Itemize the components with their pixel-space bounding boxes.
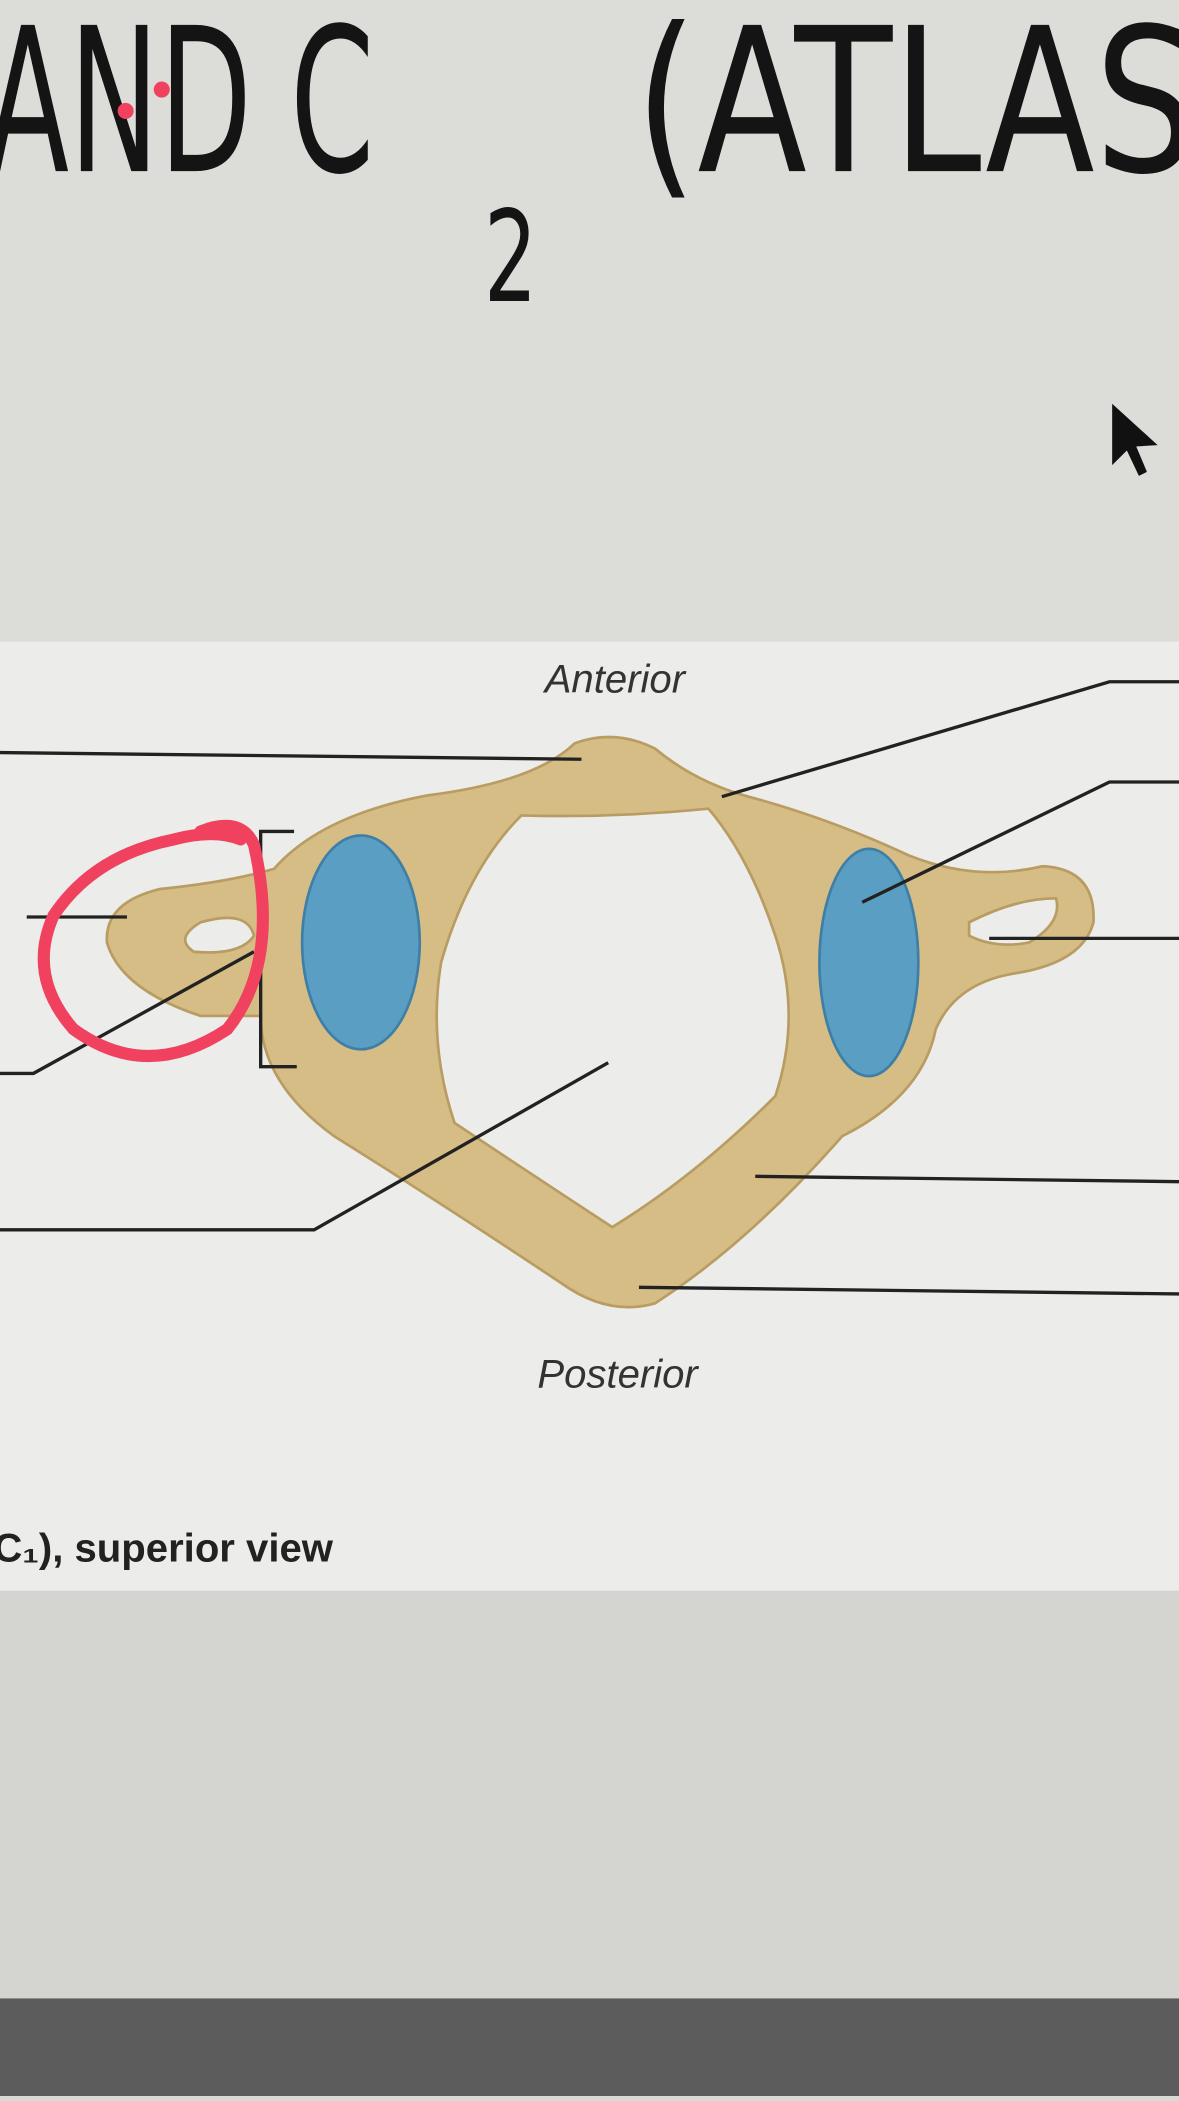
leader-lines bbox=[0, 680, 1179, 1296]
annotation-dot bbox=[117, 102, 134, 119]
figure-caption: C₁), superior view bbox=[0, 1526, 334, 1570]
bottom-bar bbox=[0, 1998, 1179, 2096]
left-superior-articular-facet bbox=[300, 834, 422, 1051]
right-superior-articular-facet bbox=[818, 847, 920, 1078]
atlas-vertebra bbox=[105, 735, 1095, 1309]
page-heading: AND C 2 (ATLAS bbox=[0, 0, 1179, 331]
red-circle-annotation bbox=[37, 819, 269, 1063]
anterior-label: Anterior bbox=[543, 657, 687, 701]
mouse-pointer-icon bbox=[1112, 403, 1158, 476]
posterior-label: Posterior bbox=[537, 1353, 699, 1397]
heading-main: AND C bbox=[0, 0, 374, 219]
heading-rest: (ATLAS bbox=[635, 0, 1179, 219]
annotation-dot bbox=[153, 81, 170, 98]
heading-subscript: 2 bbox=[484, 183, 537, 331]
